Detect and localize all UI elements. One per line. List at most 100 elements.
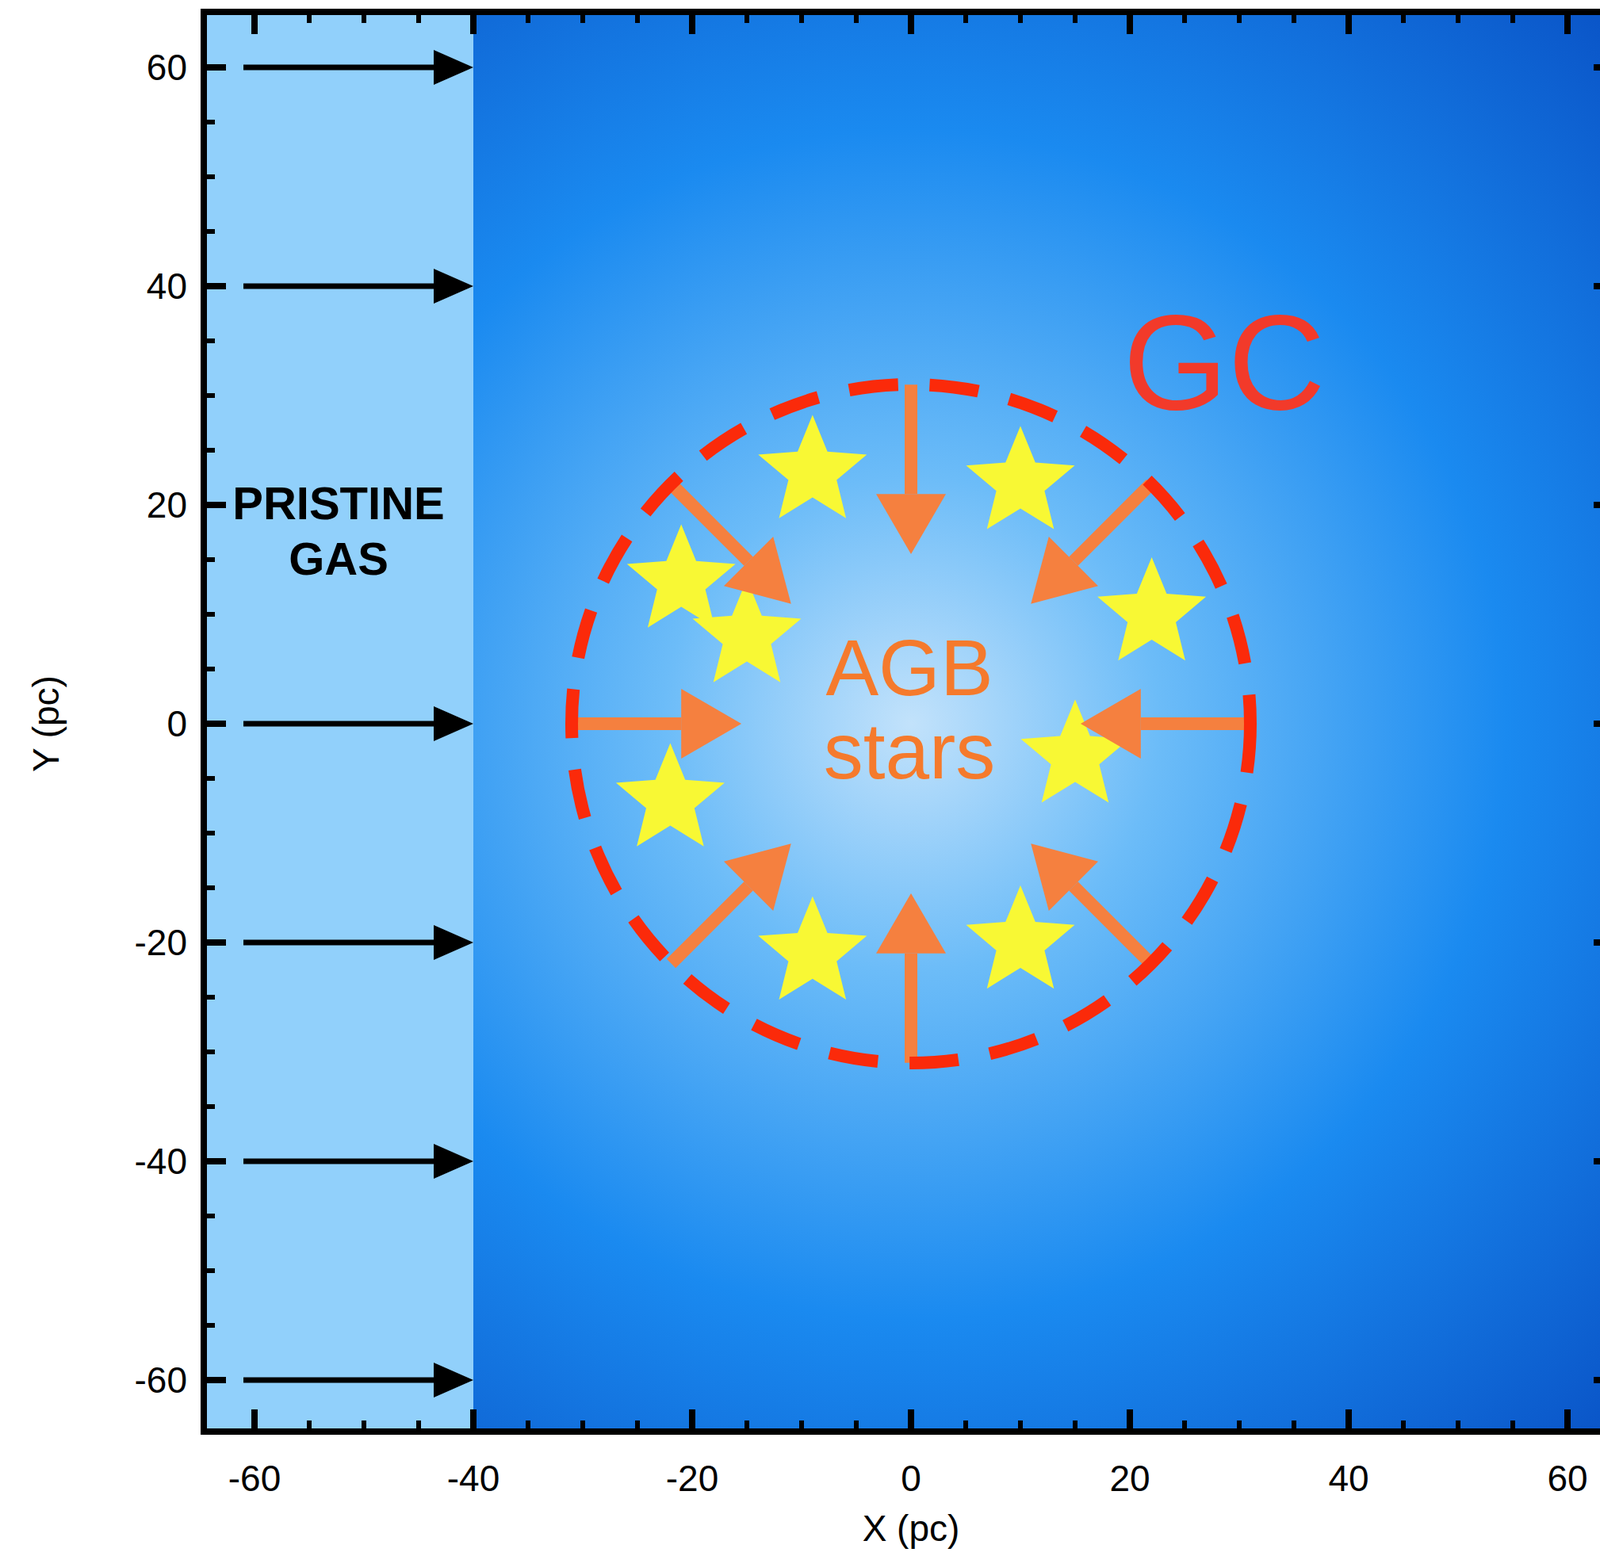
- x-tick: [1291, 11, 1297, 23]
- y-tick: [203, 338, 215, 344]
- y-tick-label: -60: [134, 1362, 188, 1399]
- wind-arrowhead: [723, 843, 792, 912]
- x-tick-label: -40: [447, 1460, 500, 1497]
- x-tick: [1510, 11, 1516, 23]
- y-tick: [203, 393, 215, 399]
- y-tick: [203, 995, 215, 1000]
- x-tick: [1126, 1409, 1134, 1432]
- x-tick: [306, 11, 312, 23]
- x-tick: [1345, 11, 1352, 35]
- x-tick: [525, 11, 531, 23]
- y-tick: [203, 1213, 215, 1219]
- x-tick: [1236, 1420, 1242, 1432]
- x-tick: [580, 11, 586, 23]
- y-tick: [203, 830, 215, 836]
- x-tick: [635, 11, 640, 23]
- wind-arrow: [670, 886, 749, 965]
- wind-arrow: [1073, 886, 1152, 965]
- agb-star: [966, 425, 1076, 529]
- wind-arrowhead: [1030, 843, 1099, 912]
- x-tick: [1236, 11, 1242, 23]
- cluster-boundary: [571, 384, 1251, 1064]
- x-tick-label: -60: [228, 1460, 281, 1497]
- agb-star: [757, 415, 867, 519]
- x-tick: [361, 11, 367, 23]
- x-tick: [907, 11, 915, 35]
- x-tick: [1564, 11, 1571, 35]
- y-tick: [1593, 64, 1600, 71]
- y-tick-label: 60: [146, 49, 188, 86]
- pristine-band: [203, 11, 474, 1432]
- inflow-arrowhead: [433, 49, 474, 85]
- inflow-arrow: [243, 1159, 437, 1165]
- x-tick: [416, 1420, 422, 1432]
- x-tick: [1291, 1420, 1297, 1432]
- x-tick: [1455, 1420, 1461, 1432]
- x-tick: [1018, 1420, 1023, 1432]
- x-tick: [251, 11, 258, 35]
- y-tick-label: -40: [134, 1143, 188, 1180]
- inflow-arrow: [243, 940, 437, 946]
- x-tick: [1126, 11, 1134, 35]
- y-tick: [203, 939, 226, 946]
- x-tick-label: 40: [1328, 1460, 1369, 1497]
- x-tick: [1345, 1409, 1352, 1432]
- agb-star: [616, 743, 725, 847]
- inflow-arrow: [243, 721, 437, 728]
- y-tick: [203, 885, 215, 891]
- y-tick: [203, 174, 215, 180]
- y-tick: [203, 1104, 215, 1110]
- y-tick: [203, 229, 215, 234]
- wind-arrowhead: [681, 688, 742, 759]
- agb-star: [1097, 557, 1206, 661]
- y-tick: [203, 720, 226, 728]
- y-tick: [203, 1268, 215, 1274]
- x-axis-title: X (pc): [862, 1510, 961, 1547]
- cluster-gas: [473, 11, 1600, 1432]
- x-tick: [1182, 1420, 1187, 1432]
- x-tick: [1400, 1420, 1406, 1432]
- inflow-arrowhead: [433, 1144, 474, 1179]
- cluster-circle: GCAGB stars: [563, 376, 1259, 1072]
- y-tick: [1593, 1377, 1600, 1384]
- wind-arrowhead: [1080, 688, 1141, 759]
- y-tick-label: 40: [146, 267, 188, 305]
- x-tick: [963, 1420, 969, 1432]
- y-tick: [203, 776, 215, 781]
- x-tick: [853, 11, 859, 23]
- y-tick: [1593, 283, 1600, 290]
- band-label: PRISTINE GAS: [207, 475, 470, 586]
- y-tick: [203, 64, 226, 71]
- inflow-arrowhead: [433, 268, 474, 304]
- y-tick: [203, 283, 226, 290]
- x-tick: [361, 1420, 367, 1432]
- y-tick: [1593, 939, 1600, 946]
- x-tick-label: -20: [666, 1460, 719, 1497]
- x-tick: [306, 1420, 312, 1432]
- x-tick: [907, 1409, 915, 1432]
- plot-frame: [203, 11, 1600, 1432]
- x-tick: [744, 1420, 750, 1432]
- x-tick: [853, 1420, 859, 1432]
- inflow-arrow: [243, 65, 437, 71]
- inflow-arrow: [243, 283, 437, 290]
- y-tick: [203, 119, 215, 125]
- agb-label: AGB stars: [790, 626, 1029, 793]
- x-tick: [470, 1409, 477, 1432]
- x-tick-label: 20: [1109, 1460, 1150, 1497]
- agb-star: [757, 896, 867, 1000]
- x-tick: [635, 1420, 640, 1432]
- inflow-arrowhead: [433, 925, 474, 961]
- y-tick: [203, 666, 215, 672]
- x-tick: [1455, 11, 1461, 23]
- x-tick: [416, 11, 422, 23]
- x-tick: [1400, 11, 1406, 23]
- y-tick: [1593, 501, 1600, 509]
- y-tick: [203, 1158, 226, 1165]
- wind-arrow: [1140, 717, 1251, 731]
- y-tick: [203, 1377, 226, 1384]
- x-tick: [1510, 1420, 1516, 1432]
- x-tick: [1564, 1409, 1571, 1432]
- wind-arrow: [571, 717, 682, 731]
